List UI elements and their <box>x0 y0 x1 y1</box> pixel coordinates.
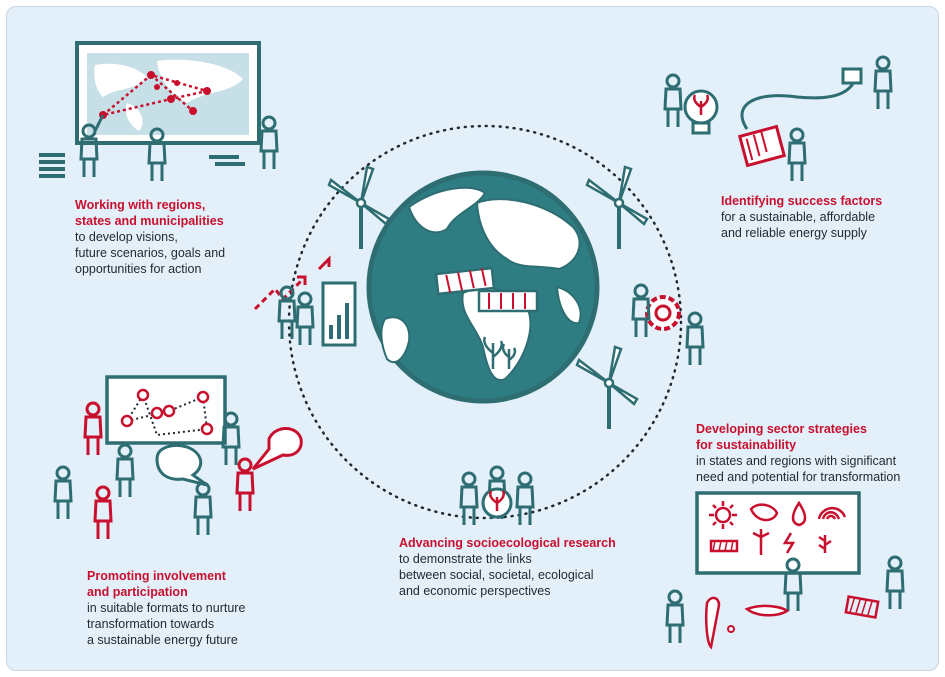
people-icon <box>459 465 535 527</box>
sector-body: in states and regions with significant n… <box>696 454 901 484</box>
research-title: Advancing socioecological research <box>399 536 616 550</box>
research-body: to demonstrate the links between social,… <box>399 552 594 598</box>
involvement-title: Promoting involvement and participation <box>87 569 226 599</box>
infographic-frame: Working with regions, states and municip… <box>6 6 939 671</box>
plug-icon <box>737 55 893 183</box>
success-text-block: Identifying success factors for a sustai… <box>721 193 882 241</box>
regions-body: to develop visions, future scenarios, go… <box>75 230 226 276</box>
success-body: for a sustainable, affordable and reliab… <box>721 210 876 240</box>
solar-panel-icon <box>434 266 539 313</box>
whiteboard-icon <box>53 375 255 541</box>
water-drop-icon <box>791 500 807 527</box>
regions-text-block: Working with regions, states and municip… <box>75 197 225 277</box>
light-bulb-icon <box>663 73 719 135</box>
plant-icon <box>483 336 517 369</box>
sector-title: Developing sector strategies for sustain… <box>696 422 867 452</box>
map-presentation-icon <box>39 41 279 183</box>
sun-icon <box>709 501 737 529</box>
illustration-canvas <box>39 41 905 650</box>
chart-icon <box>253 255 357 347</box>
speech-bubble-icon <box>155 427 303 487</box>
sector-board-icon <box>665 491 905 650</box>
involvement-text-block: Promoting involvement and participation … <box>87 568 245 648</box>
research-text-block: Advancing socioecological research to de… <box>399 535 616 599</box>
regions-title: Working with regions, states and municip… <box>75 198 224 228</box>
sector-text-block: Developing sector strategies for sustain… <box>696 421 900 485</box>
gear-icon <box>631 283 705 367</box>
involvement-body: in suitable formats to nurture transform… <box>87 601 246 647</box>
success-title: Identifying success factors <box>721 194 883 208</box>
